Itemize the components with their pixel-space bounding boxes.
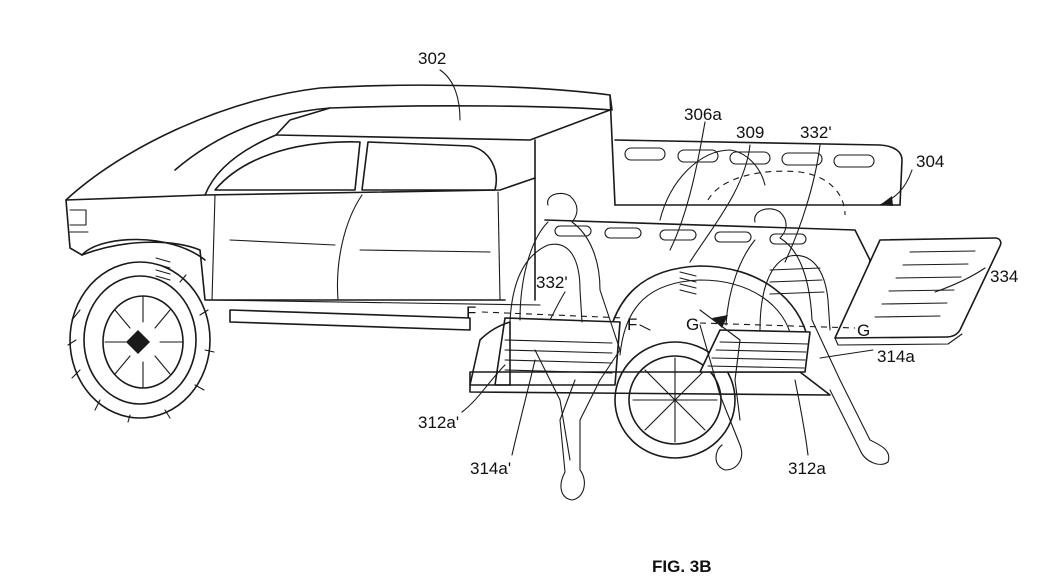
label-304: 304 bbox=[916, 152, 944, 171]
figure-caption: FIG. 3B bbox=[652, 557, 712, 576]
label-332-prime-left: 332' bbox=[536, 273, 568, 292]
label-312a: 312a bbox=[788, 459, 826, 478]
label-section-f-left: F bbox=[466, 303, 476, 322]
label-314a: 314a bbox=[877, 347, 915, 366]
front-wheel bbox=[68, 258, 214, 422]
label-306a: 306a bbox=[684, 105, 722, 124]
label-334: 334 bbox=[990, 267, 1018, 286]
label-302: 302 bbox=[418, 49, 446, 68]
label-section-g-right: G bbox=[857, 321, 870, 340]
label-332-prime-top: 332' bbox=[800, 123, 832, 142]
label-section-f-mid: F bbox=[627, 315, 637, 334]
label-309: 309 bbox=[736, 123, 764, 142]
label-314a-prime: 314a' bbox=[470, 459, 511, 478]
label-312a-prime: 312a' bbox=[418, 413, 459, 432]
label-section-g-mid: G bbox=[686, 315, 699, 334]
seating-platforms bbox=[470, 244, 830, 395]
